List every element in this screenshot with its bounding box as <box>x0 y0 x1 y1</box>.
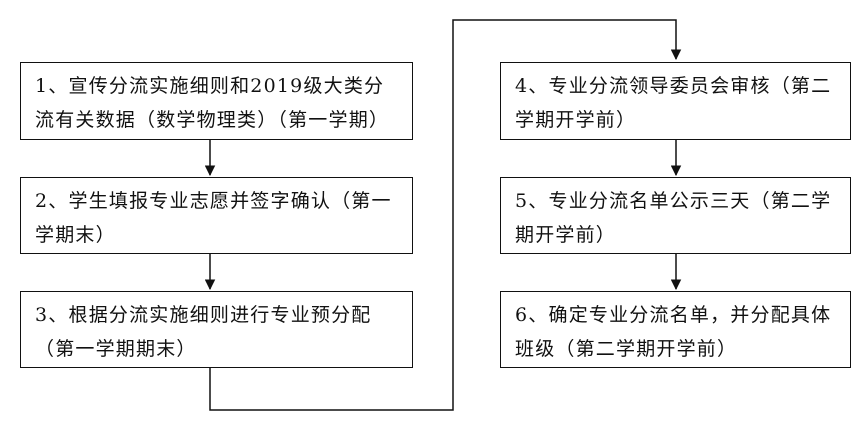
step-6-text: 6、确定专业分流名单，并分配具体班级（第二学期开学前） <box>515 304 832 360</box>
step-5-box: 5、专业分流名单公示三天（第二学期开学前） <box>500 177 851 254</box>
step-1-text: 1、宣传分流实施细则和2019级大类分流有关数据（数学物理类）（第一学期） <box>35 75 390 131</box>
step-2-box: 2、学生填报专业志愿并签字确认（第一学期末） <box>20 177 413 254</box>
step-3-text: 3、根据分流实施细则进行专业预分配（第一学期期末） <box>35 304 372 360</box>
step-1-box: 1、宣传分流实施细则和2019级大类分流有关数据（数学物理类）（第一学期） <box>20 62 413 140</box>
step-5-text: 5、专业分流名单公示三天（第二学期开学前） <box>515 190 832 246</box>
step-4-box: 4、专业分流领导委员会审核（第二学期开学前） <box>500 62 851 140</box>
connector-step3-to-step4 <box>209 19 682 411</box>
step-4-text: 4、专业分流领导委员会审核（第二学期开学前） <box>515 75 832 131</box>
step-3-box: 3、根据分流实施细则进行专业预分配（第一学期期末） <box>20 291 413 368</box>
step-6-box: 6、确定专业分流名单，并分配具体班级（第二学期开学前） <box>500 291 851 368</box>
step-2-text: 2、学生填报专业志愿并签字确认（第一学期末） <box>35 190 392 246</box>
